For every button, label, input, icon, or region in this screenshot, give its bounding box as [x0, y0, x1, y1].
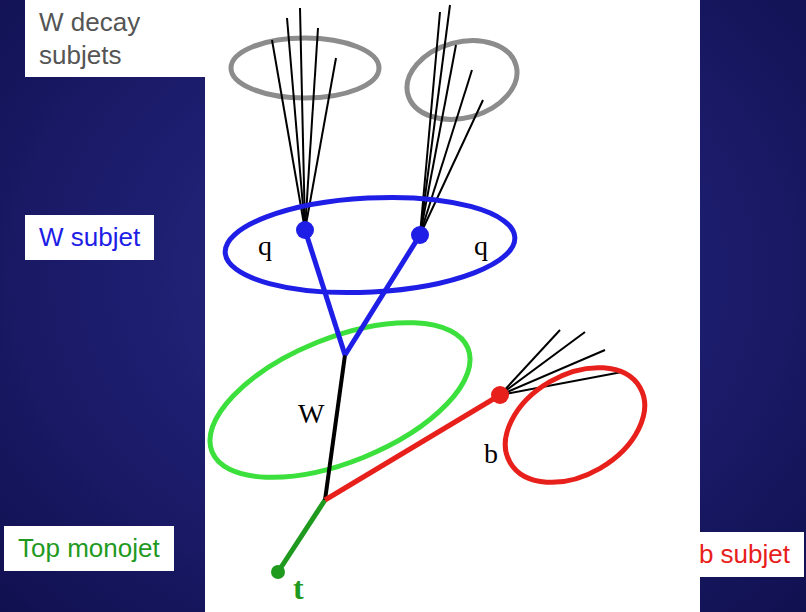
b-line — [325, 395, 500, 500]
subjet-label-box: b subjet — [685, 532, 804, 577]
b-subjet-cone — [485, 344, 665, 506]
quark-label: q — [474, 232, 488, 260]
particle-label: t — [293, 572, 304, 604]
quark-dot — [411, 226, 429, 244]
w-decay-cone — [398, 29, 526, 131]
quark-line — [305, 230, 345, 355]
top-monojet-cone — [189, 291, 491, 509]
w-line — [325, 355, 345, 500]
quark-dot — [296, 221, 314, 239]
jet-label: b subjet — [699, 538, 790, 571]
monojet-label-box: Top monojet — [4, 526, 174, 571]
particle-label: b — [484, 440, 498, 468]
quark-label: q — [258, 232, 272, 260]
subjet-label-box: W subjet — [25, 215, 154, 260]
subjet-label-box: W decay subjets — [25, 0, 205, 77]
jet-label: Top monojet — [18, 532, 160, 565]
jet-label: W decay subjets — [39, 6, 191, 71]
w-subjet-cone — [223, 190, 518, 299]
jet-label: W subjet — [39, 221, 140, 254]
b-dot — [491, 386, 509, 404]
particle-label: W — [298, 400, 324, 428]
illustration-panel — [205, 0, 700, 612]
top-line — [278, 500, 325, 572]
quark-line — [345, 235, 420, 355]
w-decay-cone — [231, 38, 379, 98]
top-dot — [271, 565, 285, 579]
